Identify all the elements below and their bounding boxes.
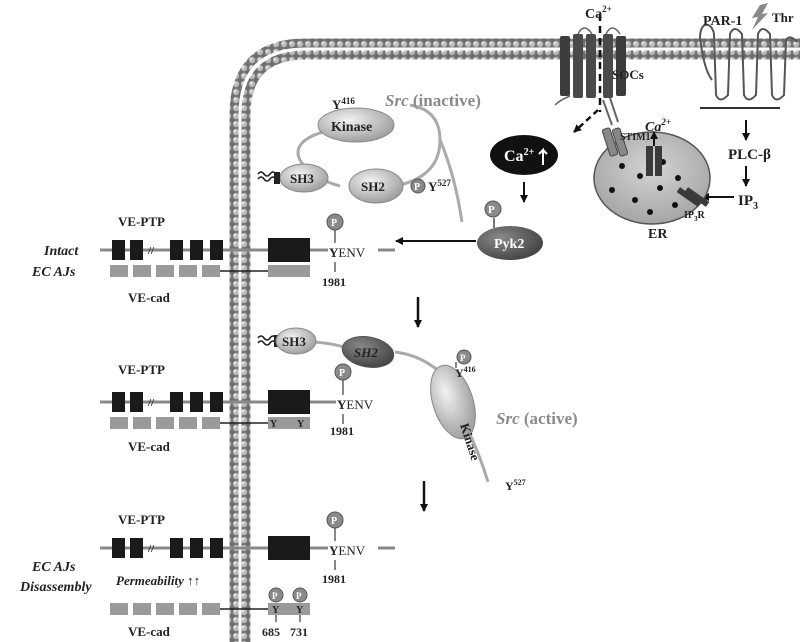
er-label: ER [648,227,668,242]
intact-label-line2: EC AJs [31,265,76,280]
thrombin-label: Thr [772,10,794,25]
stim1-protein [601,97,629,157]
p1-vecad-label: VE-cad [128,290,171,305]
permeability-label: Permeability ↑↑ [116,573,200,588]
src-active [257,327,490,483]
p1-veptp-label: VE-PTP [118,214,165,229]
p1-residue-label: 1981 [322,275,346,289]
src-active-y416: Y416 [455,365,476,380]
p2-veptp-label: VE-PTP [118,362,165,377]
ip3-receptor [676,187,710,207]
src-inactive-sh3-label: SH3 [290,171,314,186]
p2-phospho-label: P [339,368,345,379]
thrombin-icon [752,3,768,30]
p3-ytyr-label: YENV [329,543,366,558]
cell-membrane [229,38,800,642]
src-inactive-phospho-label: P [414,182,420,193]
p2-vecad-label: VE-cad [128,439,171,454]
er-calcium-dots [609,159,681,215]
calcium-entry-label: Ca2+ [585,4,612,22]
p3-vecad-y-right: Y [296,605,304,616]
src-inactive-y416: Y416 [332,96,355,112]
p1-vecad-protein [110,265,310,277]
src-inactive-sh2-label: SH2 [361,179,385,194]
pyk2-label: Pyk2 [494,237,524,252]
par1-receptor [699,23,798,109]
p3-vecad-protein [110,587,310,622]
soc-channel [554,14,626,133]
par1-label: PAR-1 [703,14,742,29]
p2-domain-break: // [147,397,155,409]
src-active-phospho-label: P [460,353,466,363]
p3-vecad-phospho-left: P [272,591,278,601]
src-inactive-y527: Y527 [428,178,451,194]
src-inactive [257,103,464,223]
er-calcium-label: Ca2+ [645,117,671,135]
src-inactive-title: Src (inactive) [385,91,481,110]
disassembly-label-line1: EC AJs [31,560,76,575]
pyk2-node [477,226,543,260]
p3-vecad-phospho-right: P [296,591,302,601]
disassembly-label-line2: Disassembly [19,580,92,595]
p1-phospho-label: P [331,218,337,229]
up-arrow-icon [538,147,548,165]
ip3-label: IP3 [738,193,758,212]
p2-residue-label: 1981 [330,424,354,438]
src-active-y527: Y527 [505,478,526,493]
p2-vecad-protein [110,417,310,429]
er-calcium-channel [646,146,662,176]
p2-ytyr-label: YENV [337,397,374,412]
stim1-label: STIM1 [620,132,651,143]
ip3r-label: IP3R [684,210,706,223]
calcium-rise-label: Ca2+ [504,147,535,165]
pyk2-phospho [484,200,502,218]
src-active-sh3-label: SH3 [282,334,306,349]
p3-domain-break: // [147,543,155,555]
p3-vecad-label: VE-cad [128,624,171,639]
src-inactive-kinase-label: Kinase [331,120,372,135]
p2-vecad-y-right: Y [297,419,305,430]
calcium-rise-bubble [490,135,558,175]
p3-phospho-label: P [331,516,337,527]
src-active-kinase-label: Kinase [457,421,483,462]
socs-label: SOCs [612,67,644,82]
src-active-sh2-label: SH2 [354,345,378,360]
p3-residue-731: 731 [290,625,308,639]
pyk2-phospho-label: P [488,204,495,216]
p1-ytyr-label: YENV [329,245,366,260]
plc-beta-label: PLC-β [728,147,771,163]
p3-vecad-y-left: Y [272,605,280,616]
p2-vecad-y-left: Y [270,419,278,430]
p3-veptp-label: VE-PTP [118,512,165,527]
src-active-title: Src (active) [496,409,578,428]
p1-domain-break: // [147,245,155,257]
p2-veptp-protein [100,363,360,424]
p3-residue-685: 685 [262,625,280,639]
intact-label-line1: Intact [43,244,79,259]
p3-residue-label: 1981 [322,572,346,586]
